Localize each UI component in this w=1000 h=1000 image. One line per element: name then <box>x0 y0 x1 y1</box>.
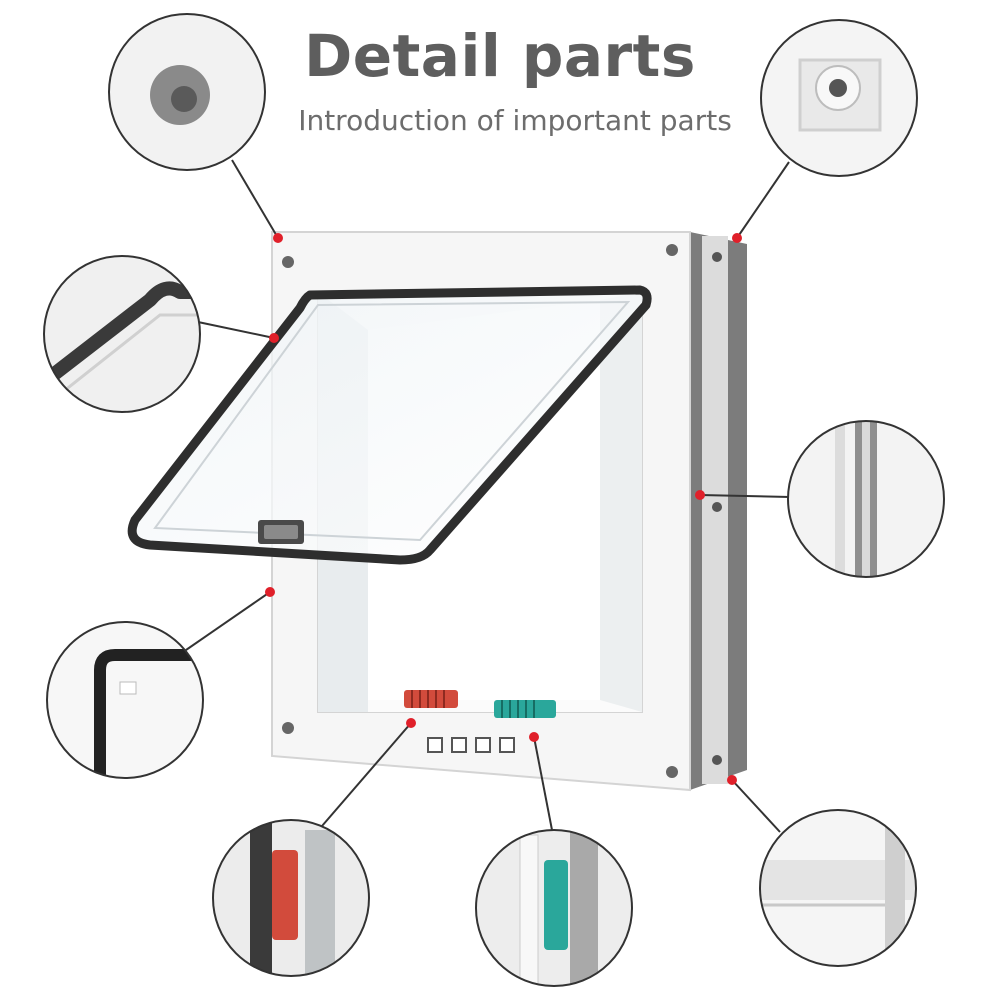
teal-lock-icon <box>494 700 556 718</box>
callout-lines <box>185 159 791 833</box>
lock-mode-icons <box>427 737 515 753</box>
side-rail-detail <box>787 420 945 578</box>
screw-hole-detail <box>108 13 266 171</box>
callout-dots <box>265 233 742 785</box>
frame-edge-detail <box>46 621 204 779</box>
page-subtitle: Introduction of important parts <box>298 104 732 137</box>
red-lock-detail <box>212 819 370 977</box>
brush-seal-detail <box>43 255 201 413</box>
cat-flap-door <box>127 231 747 792</box>
back-screw-hole-detail <box>760 19 918 177</box>
red-lock-icon <box>404 690 458 708</box>
tunnel-detail <box>759 809 917 967</box>
page-title: Detail parts <box>304 22 696 90</box>
teal-lock-detail <box>475 829 633 987</box>
